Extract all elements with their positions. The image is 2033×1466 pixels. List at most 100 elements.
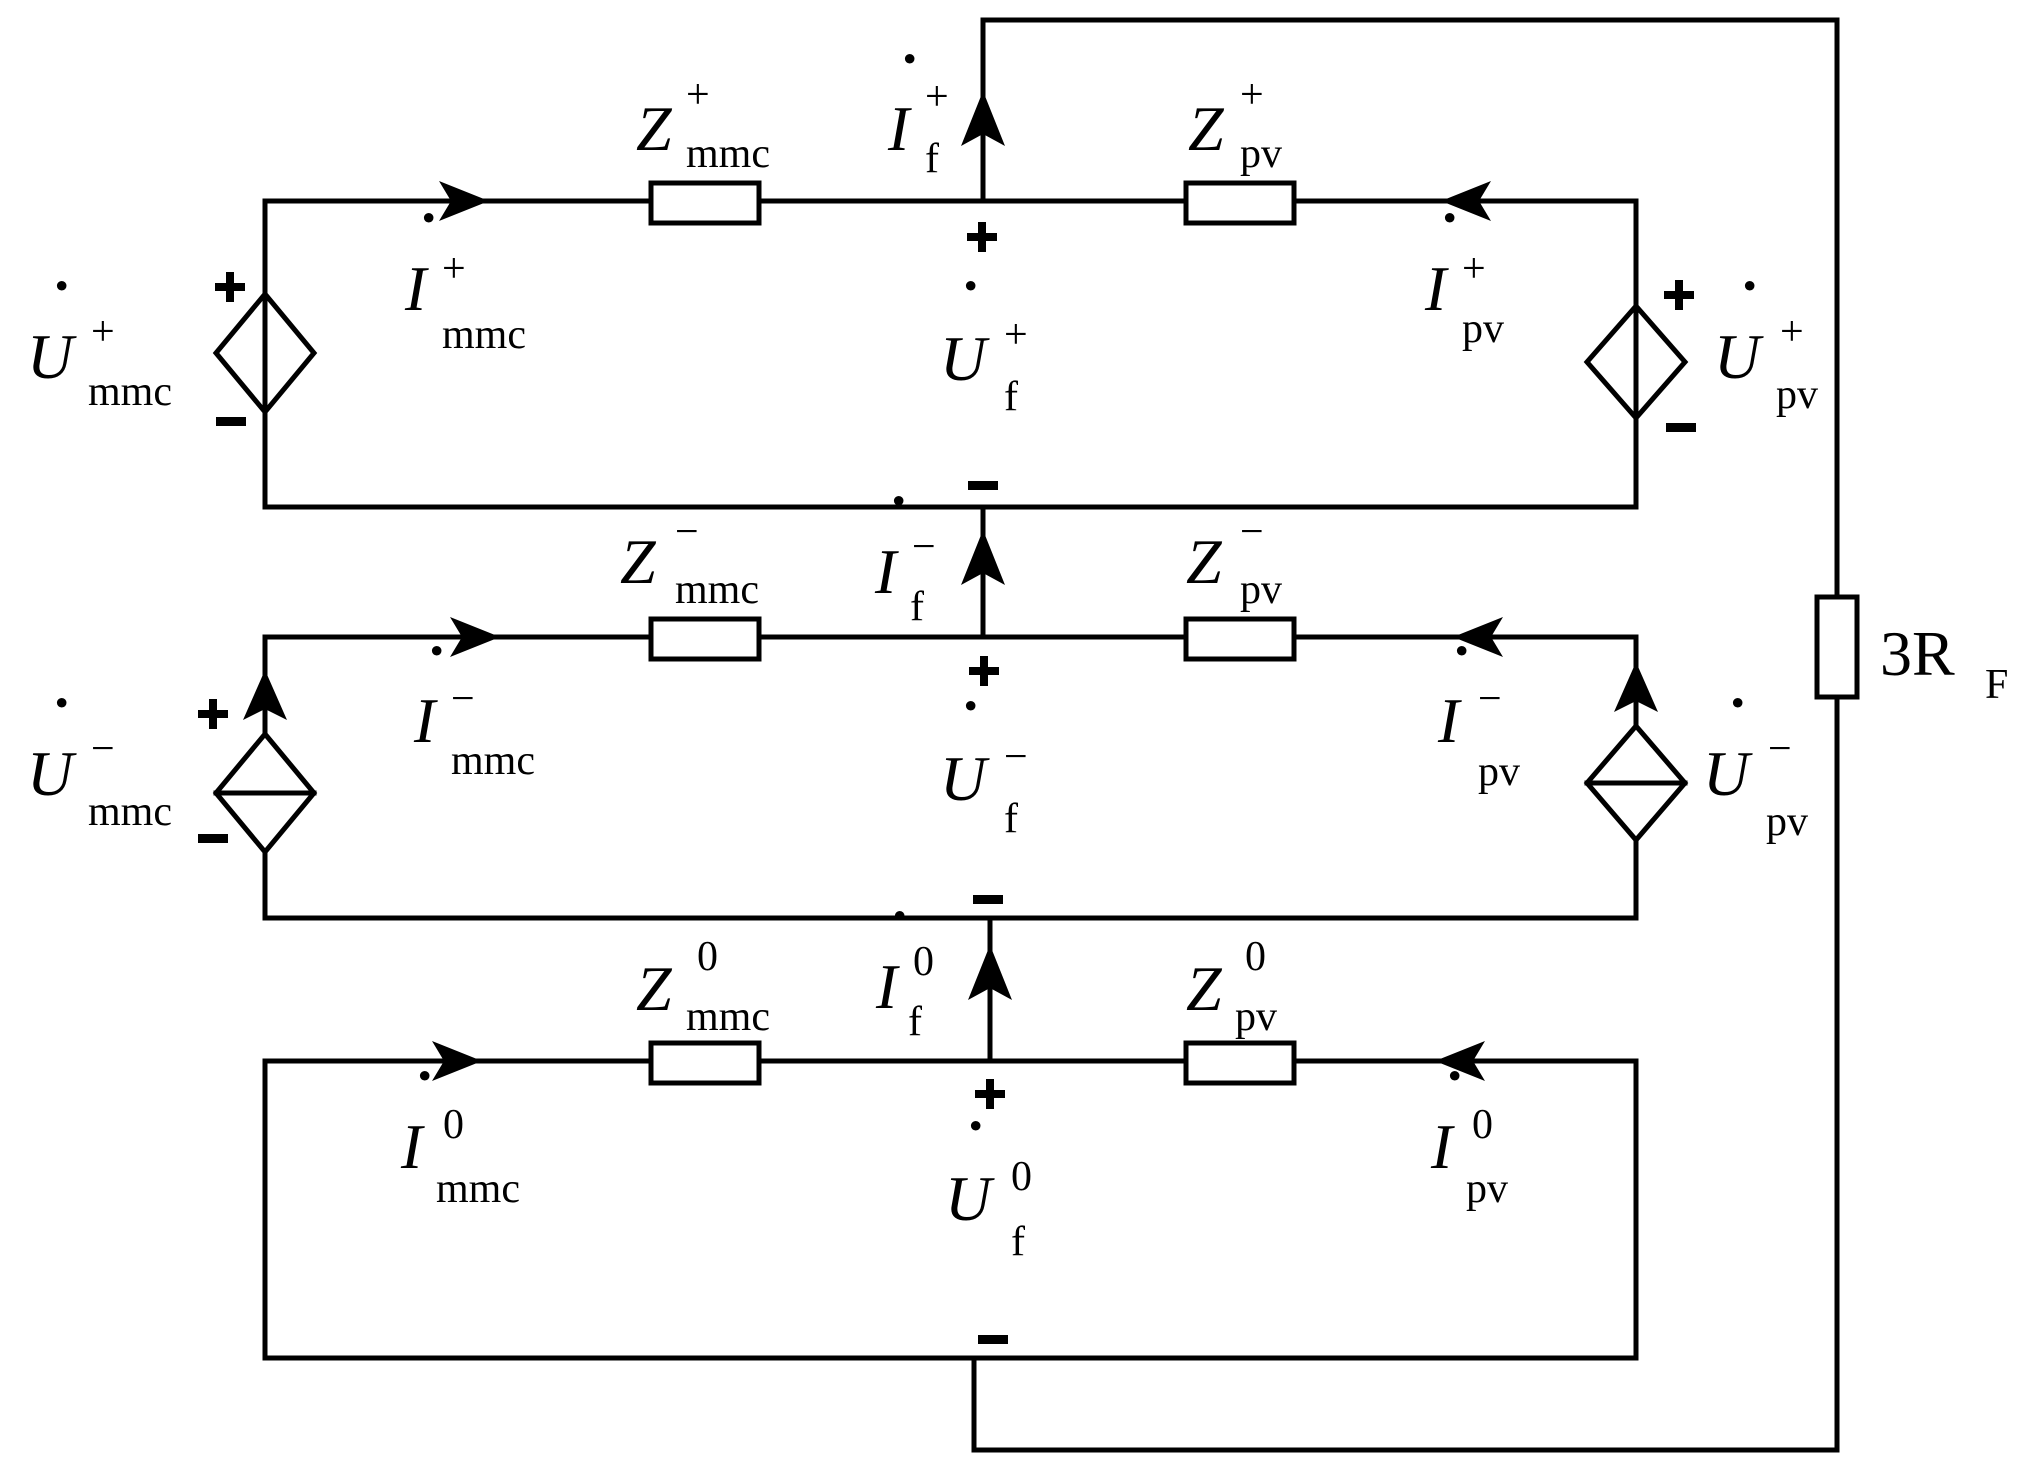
label-sub: pv xyxy=(1466,1166,1508,1212)
label-base: U xyxy=(27,738,77,809)
label-base: I xyxy=(404,253,429,324)
pos-i-mmc-arrow xyxy=(439,181,489,221)
label-dot: ˙ xyxy=(960,688,981,759)
minus-sign xyxy=(1666,423,1696,432)
label-i-pv-pos: ˙ I + pv xyxy=(1424,200,1504,352)
label-base: Z xyxy=(1186,953,1223,1024)
label-sub: pv xyxy=(1235,994,1277,1040)
label-u-pv-pos: ˙ U + pv xyxy=(1714,268,1818,418)
label-sup: 0 xyxy=(1245,934,1266,980)
neg-i-mmc-arrow xyxy=(450,617,500,657)
label-sup: − xyxy=(91,726,115,772)
label-sub: mmc xyxy=(436,1166,520,1212)
plus-sign xyxy=(198,699,228,729)
zero-z-mmc-resistor xyxy=(648,1040,762,1086)
label-base: I xyxy=(1424,253,1449,324)
label-sub: pv xyxy=(1462,306,1504,352)
label-base: 3R xyxy=(1880,618,1955,689)
label-i-f-pos: ˙ I + f xyxy=(887,41,949,182)
zero-z-pv-resistor xyxy=(1183,1040,1297,1086)
label-sub: mmc xyxy=(675,567,759,613)
label-sub: mmc xyxy=(442,312,526,358)
label-sup: 0 xyxy=(1011,1154,1032,1200)
label-dot: ˙ xyxy=(965,1108,986,1179)
label-i-pv-neg: ˙ I − pv xyxy=(1437,633,1520,795)
label-sup: + xyxy=(1462,246,1486,292)
label-sub: f xyxy=(1011,1219,1025,1265)
label-3rf: 3R F xyxy=(1880,618,2008,708)
label-sup: 0 xyxy=(913,939,934,985)
label-sup: − xyxy=(1004,734,1028,780)
label-sup: − xyxy=(1240,509,1264,555)
label-dot: ˙ xyxy=(1439,200,1460,271)
zero-i-mmc-arrow xyxy=(432,1041,482,1081)
minus-sign xyxy=(968,481,998,490)
label-base: I xyxy=(1430,1111,1455,1182)
plus-sign xyxy=(975,1079,1005,1109)
label-sub: F xyxy=(1985,662,2008,708)
label-base: I xyxy=(1437,685,1462,756)
plus-sign xyxy=(967,222,997,252)
label-base: I xyxy=(413,685,438,756)
label-dot: ˙ xyxy=(1739,268,1760,339)
label-sub: pv xyxy=(1776,372,1818,418)
label-sup: 0 xyxy=(697,934,718,980)
label-sub: f xyxy=(1004,796,1018,842)
label-base: I xyxy=(400,1111,425,1182)
pos-i-f-arrow xyxy=(961,91,1005,146)
label-sub: f xyxy=(910,584,924,630)
label-sub: mmc xyxy=(686,131,770,177)
label-u-mmc-pos: ˙ U + mmc xyxy=(27,268,172,415)
label-i-mmc-zero: ˙ I 0 mmc xyxy=(400,1058,520,1212)
label-sub: mmc xyxy=(88,789,172,835)
label-i-f-zero: ˙ I 0 f xyxy=(875,898,934,1045)
plus-sign xyxy=(215,272,245,302)
label-sup: 0 xyxy=(1472,1102,1493,1148)
label-dot: ˙ xyxy=(960,268,981,339)
label-sup: − xyxy=(675,509,699,555)
label-z-mmc-neg: Z − mmc xyxy=(620,509,759,613)
minus-sign xyxy=(198,834,228,843)
neg-z-mmc-resistor xyxy=(648,616,762,662)
fault-return-wire xyxy=(980,17,1840,600)
label-sup: + xyxy=(91,309,115,355)
pos-z-mmc-resistor xyxy=(648,180,762,226)
label-sub: pv xyxy=(1240,567,1282,613)
label-base: Z xyxy=(1188,93,1225,164)
label-u-f-neg: ˙ U − f xyxy=(940,688,1028,842)
minus-sign xyxy=(216,417,246,426)
label-sup: − xyxy=(912,524,936,570)
label-base: U xyxy=(945,1163,995,1234)
label-base: I xyxy=(887,93,912,164)
label-u-f-pos: ˙ U + f xyxy=(940,268,1028,420)
label-i-pv-zero: ˙ I 0 pv xyxy=(1430,1058,1508,1212)
label-base: U xyxy=(940,323,990,394)
label-sup: − xyxy=(451,676,475,722)
label-sup: + xyxy=(925,74,949,120)
label-sub: pv xyxy=(1766,799,1808,845)
label-base: U xyxy=(1714,321,1764,392)
label-u-f-zero: ˙ U 0 f xyxy=(945,1108,1032,1265)
label-sub: pv xyxy=(1240,131,1282,177)
label-sup: + xyxy=(1240,72,1264,118)
minus-sign xyxy=(978,1335,1008,1344)
label-sup: + xyxy=(1004,312,1028,358)
label-dot: ˙ xyxy=(418,200,439,271)
label-z-mmc-zero: Z 0 mmc xyxy=(636,934,770,1040)
label-sub: mmc xyxy=(686,994,770,1040)
label-sup: 0 xyxy=(443,1102,464,1148)
label-base: I xyxy=(874,536,899,607)
label-sub: f xyxy=(908,999,922,1045)
label-dot: ˙ xyxy=(1727,685,1748,756)
label-dot: ˙ xyxy=(426,633,447,704)
label-sup: + xyxy=(1780,309,1804,355)
plus-sign xyxy=(1664,280,1694,310)
label-sup: + xyxy=(686,72,710,118)
label-i-f-neg: ˙ I − f xyxy=(874,483,936,630)
pos-i-pv-arrow xyxy=(1441,181,1491,221)
label-z-pv-zero: Z 0 pv xyxy=(1186,934,1277,1040)
label-sub: mmc xyxy=(451,738,535,784)
label-dot: ˙ xyxy=(899,41,920,112)
label-dot: ˙ xyxy=(1451,633,1472,704)
